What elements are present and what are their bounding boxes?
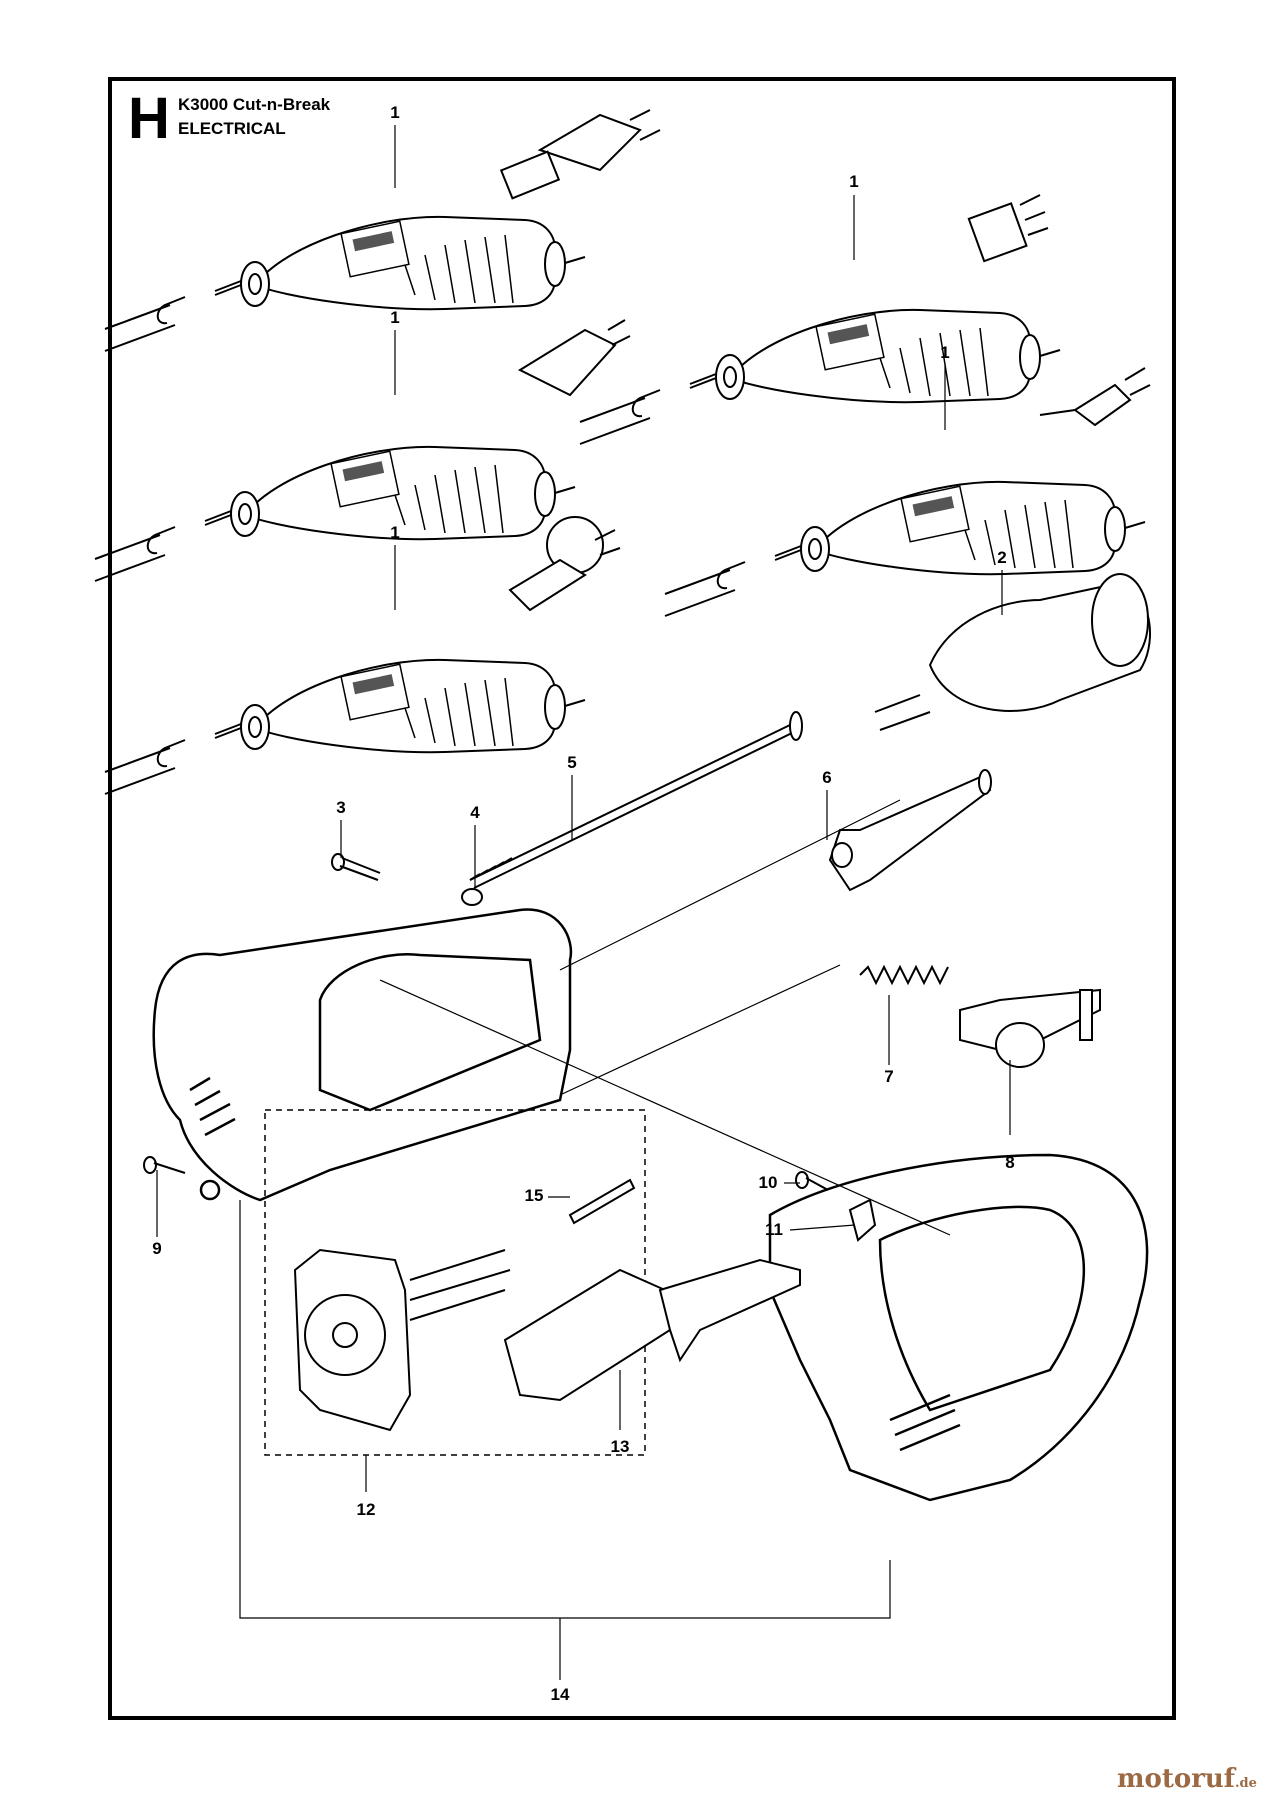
callout-7: 7 [884, 1067, 894, 1086]
diagram-frame [108, 77, 1176, 1720]
handle-housing-left [152, 908, 573, 1202]
callout-2: 2 [997, 548, 1007, 567]
callout-1-ch: 1 [849, 172, 859, 191]
callout-11: 11 [765, 1220, 783, 1239]
model-title: K3000 Cut-n-Break [178, 95, 331, 114]
section-letter: H [128, 86, 170, 151]
callout-5: 5 [567, 753, 577, 772]
callout-1-au: 1 [390, 523, 400, 542]
plug-head-us [517, 319, 631, 397]
plug-head-it [1039, 367, 1151, 427]
callout-8: 8 [1005, 1153, 1015, 1172]
spring [859, 964, 949, 986]
rcd-plug-eu [104, 215, 586, 352]
industrial-connector [874, 573, 1151, 731]
callout-1-it: 1 [940, 343, 950, 362]
cable-clip [848, 1198, 877, 1242]
callout-3: 3 [336, 798, 346, 817]
plug-head-au [508, 516, 621, 612]
callout-6: 6 [822, 768, 832, 787]
section-name: ELECTRICAL [178, 119, 286, 138]
pin [568, 1178, 636, 1225]
callout-4: 4 [470, 803, 480, 822]
leader-lines [156, 125, 1011, 1680]
watermark-brand: motoruf [1117, 1764, 1235, 1794]
screw-9 [143, 1156, 186, 1174]
switch-lever [959, 988, 1101, 1068]
callout-1-us: 1 [390, 308, 400, 327]
screw-3 [331, 853, 381, 881]
watermark-suffix: .de [1235, 1776, 1257, 1791]
rcd-plug-ch [579, 308, 1061, 445]
trigger-switch [503, 1258, 801, 1402]
watermark: motoruf.de [1117, 1764, 1257, 1794]
callout-10: 10 [758, 1173, 778, 1192]
callout-15: 15 [524, 1186, 544, 1205]
rcd-plug-us [94, 445, 576, 582]
callout-13: 13 [610, 1437, 630, 1456]
plug-head-ch [967, 194, 1049, 263]
callout-14: 14 [550, 1685, 570, 1704]
rcd-plug-au [104, 658, 586, 795]
handle-housing-right [768, 1153, 1149, 1502]
plug-head-eu [499, 109, 661, 200]
motor-end-plate [293, 1248, 511, 1432]
callout-1-eu: 1 [390, 103, 400, 122]
title-block: K3000 Cut-n-Break ELECTRICAL [178, 93, 330, 141]
washer [461, 888, 483, 906]
callout-9: 9 [152, 1239, 162, 1258]
callout-12: 12 [356, 1500, 376, 1519]
screw-10 [795, 1171, 829, 1191]
strain-relief [828, 769, 992, 892]
